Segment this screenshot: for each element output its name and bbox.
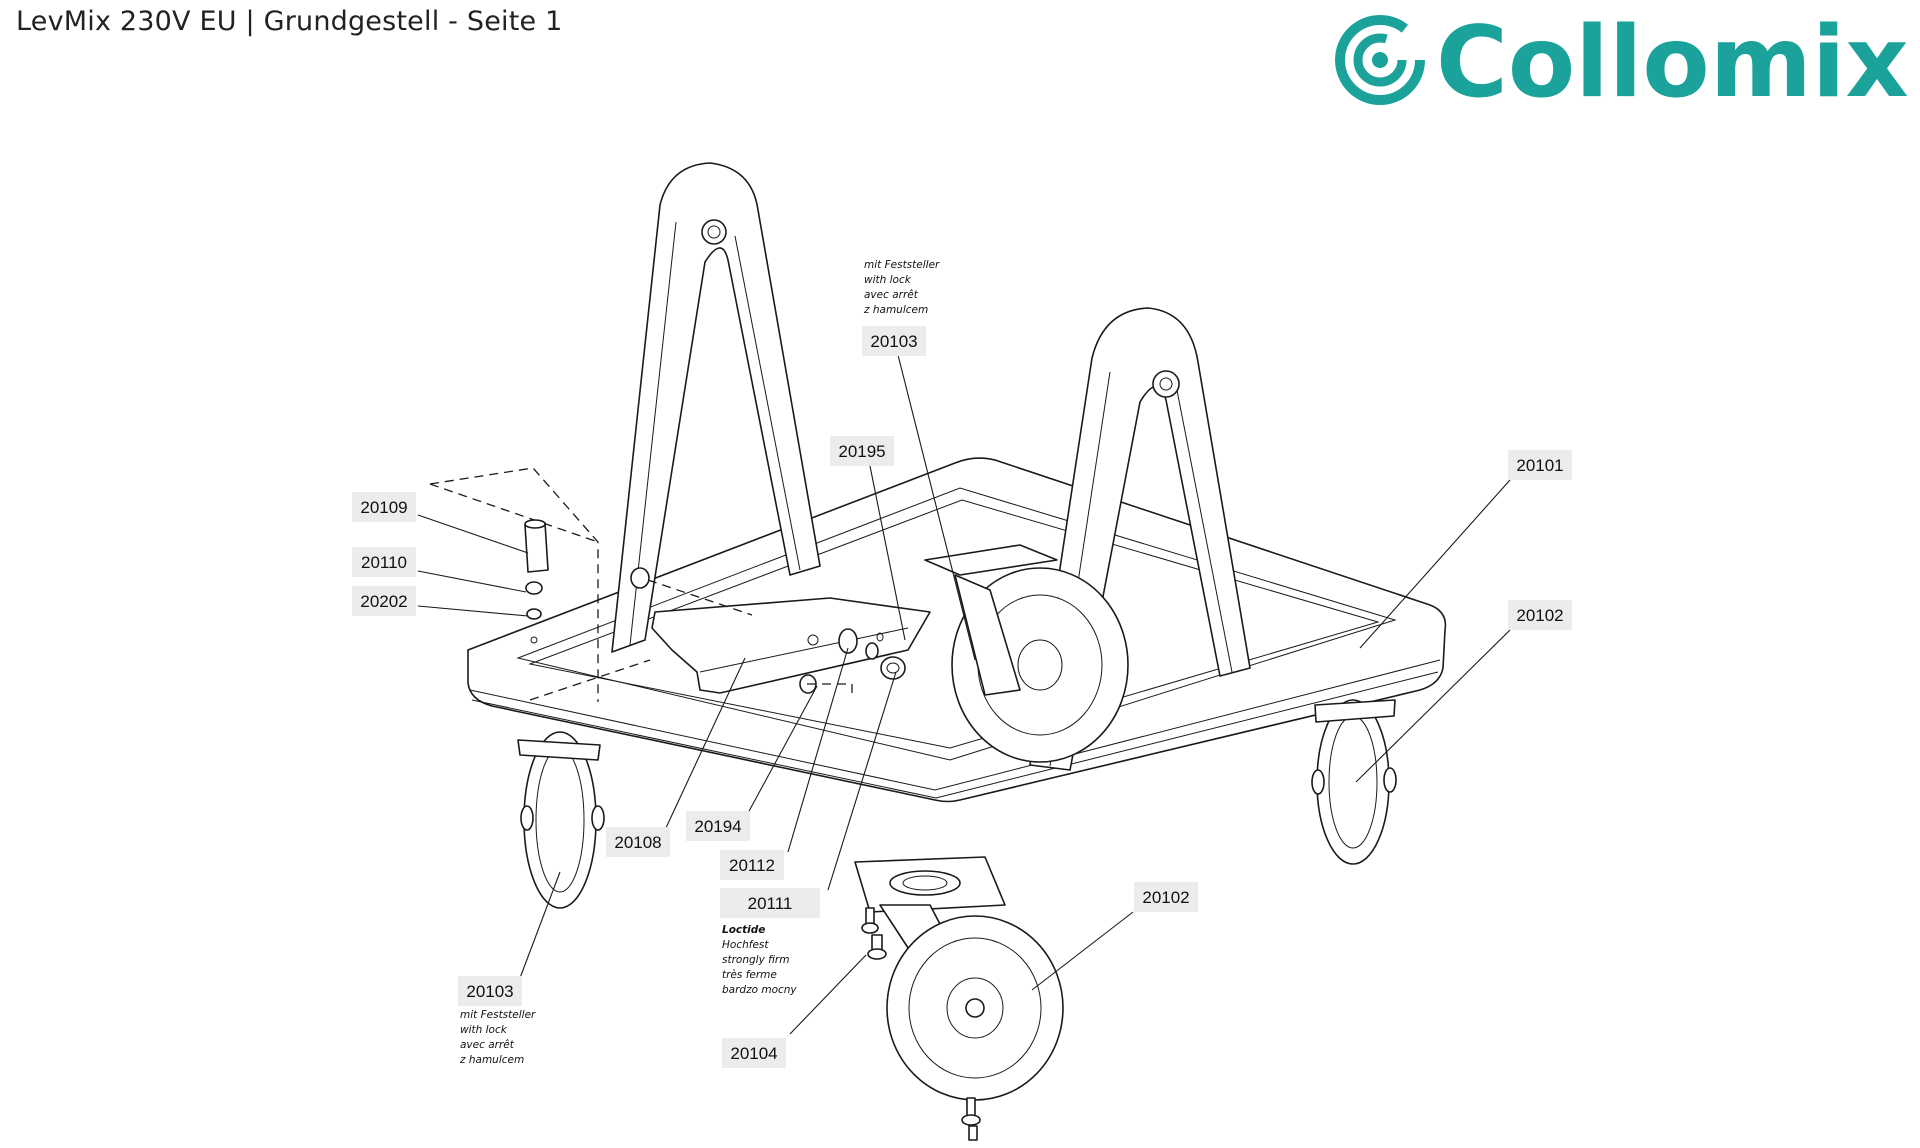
bracket-hardware [630, 567, 906, 694]
callout-20111: 20111 [720, 888, 820, 918]
svg-text:with lock: with lock [864, 274, 912, 286]
collomix-swirl-icon [1335, 15, 1425, 105]
callout-20195: 20195 [830, 436, 894, 466]
svg-text:20112: 20112 [729, 856, 775, 875]
callout-20101: 20101 [1508, 450, 1572, 480]
bracket-20108 [651, 597, 931, 694]
svg-text:20104: 20104 [730, 1044, 777, 1063]
leader-lines [417, 354, 1511, 1035]
caster-right [1311, 699, 1397, 865]
pin-parts [524, 519, 549, 644]
svg-text:20195: 20195 [838, 442, 885, 461]
svg-text:with lock: with lock [460, 1024, 508, 1036]
svg-text:20103: 20103 [870, 332, 917, 351]
callout-20102-right: 20102 [1508, 600, 1572, 630]
svg-text:20194: 20194 [694, 817, 741, 836]
callout-20108: 20108 [606, 827, 670, 857]
collomix-logo: Collomix [1335, 8, 1909, 112]
svg-text:avec arrêt: avec arrêt [460, 1039, 515, 1051]
callout-20102-bottom: 20102 [1134, 882, 1198, 912]
svg-text:20110: 20110 [361, 553, 407, 572]
note-lock-top: mit Feststeller with lock avec arrêt z h… [863, 259, 940, 316]
explosion-lines [429, 467, 853, 702]
svg-text:Hochfest: Hochfest [722, 939, 769, 951]
svg-text:z hamulcem: z hamulcem [459, 1054, 524, 1066]
svg-text:20111: 20111 [748, 894, 793, 913]
left-a-frame [611, 162, 821, 653]
page-title: LevMix 230V EU | Grundgestell - Seite 1 [16, 6, 563, 37]
svg-text:strongly firm: strongly firm [722, 954, 789, 966]
svg-text:bardzo mocny: bardzo mocny [722, 984, 797, 996]
callout-20110: 20110 [352, 547, 416, 577]
callout-20104: 20104 [722, 1038, 786, 1068]
svg-text:z hamulcem: z hamulcem [863, 304, 928, 316]
callout-20103-top: 20103 [862, 326, 926, 356]
svg-text:20202: 20202 [360, 592, 407, 611]
svg-text:20102: 20102 [1516, 606, 1563, 625]
caster-back [924, 544, 1129, 763]
brand-wordmark: Collomix [1436, 8, 1909, 112]
caster-left [517, 731, 605, 909]
svg-text:20101: 20101 [1516, 456, 1563, 475]
svg-text:Loctide: Loctide [722, 924, 765, 936]
callout-20112: 20112 [720, 850, 784, 880]
svg-text:20103: 20103 [466, 982, 513, 1001]
callout-20202: 20202 [352, 586, 416, 616]
callout-20109: 20109 [352, 492, 416, 522]
svg-text:20109: 20109 [360, 498, 407, 517]
svg-text:20102: 20102 [1142, 888, 1189, 907]
svg-text:avec arrêt: avec arrêt [864, 289, 919, 301]
svg-text:20108: 20108 [614, 833, 661, 852]
callout-20103-left: 20103 [458, 976, 522, 1006]
svg-text:mit Feststeller: mit Feststeller [460, 1009, 536, 1021]
svg-text:très ferme: très ferme [722, 969, 777, 981]
callout-20194: 20194 [686, 811, 750, 841]
note-lock-left: mit Feststeller with lock avec arrêt z h… [459, 1009, 536, 1066]
caster-front-exploded [854, 856, 1064, 1141]
note-loctide: Loctide Hochfest strongly firm très ferm… [722, 924, 797, 996]
svg-text:mit Feststeller: mit Feststeller [864, 259, 940, 271]
